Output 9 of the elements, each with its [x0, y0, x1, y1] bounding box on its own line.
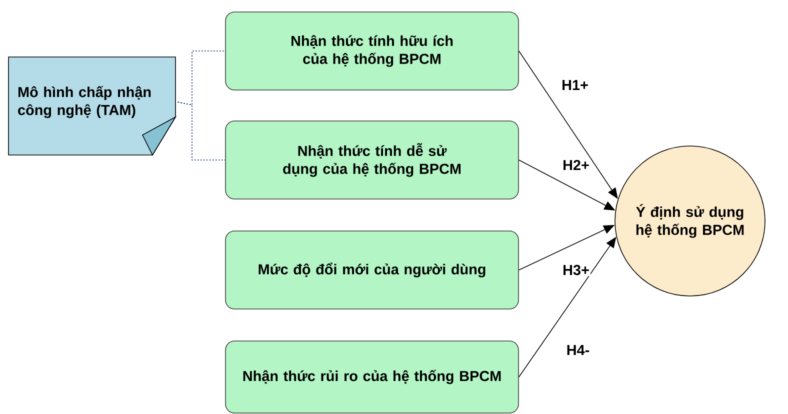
process-box: Mức độ đổi mới của người dùng — [225, 230, 519, 310]
edge-label: H2+ — [562, 158, 590, 172]
edge-label: H4- — [565, 344, 591, 356]
process-box: Nhận thức rủi ro của hệ thống BPCM — [225, 340, 519, 414]
process-box: Nhận thức tính dễ sử dụng của hệ thống BPCM — [225, 120, 519, 200]
process-box: Nhận thức tính hữu ích của hệ thống BPCM — [225, 12, 519, 90]
bracket-connector — [177, 102, 226, 160]
edge-label: H3+ — [562, 264, 590, 276]
edge-label: H1+ — [560, 79, 590, 91]
